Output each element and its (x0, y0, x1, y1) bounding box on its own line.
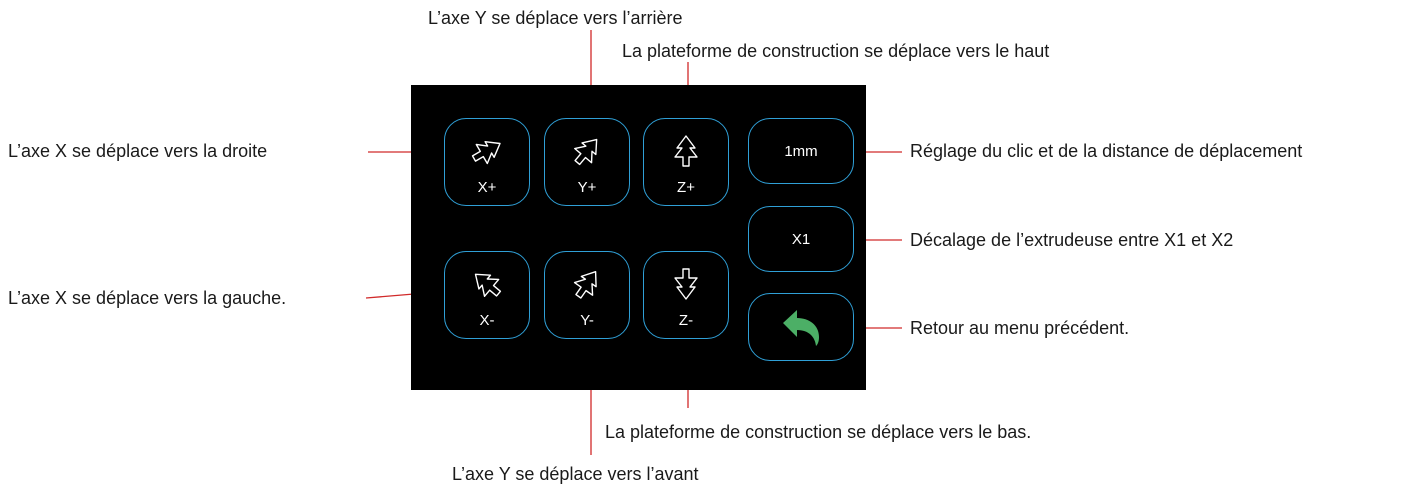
y-minus-button[interactable]: Y- (544, 251, 630, 339)
z-plus-label: Z+ (677, 179, 695, 196)
annotation-x-plus: L’axe X se déplace vers la droite (8, 141, 268, 161)
back-button[interactable] (748, 293, 854, 361)
z-minus-button[interactable]: Z- (643, 251, 729, 339)
move-control-panel: X+ Y+ Z+ 1mm X1 X- Y- Z- (411, 85, 866, 390)
annotation-y-plus: L’axe Y se déplace vers l’arrière (428, 8, 683, 28)
z-plus-button[interactable]: Z+ (643, 118, 729, 206)
distance-label: 1mm (784, 142, 818, 160)
z-minus-label: Z- (678, 312, 694, 329)
arrow-up-icon (674, 135, 698, 167)
arrow-left-icon (474, 273, 502, 297)
x-minus-button[interactable]: X- (444, 251, 530, 339)
y-minus-label: Y- (580, 312, 594, 329)
arrow-forward-icon (573, 271, 597, 299)
return-arrow-icon (783, 310, 819, 346)
x-plus-button[interactable]: X+ (444, 118, 530, 206)
annotation-extruder: Décalage de l’extrudeuse entre X1 et X2 (910, 230, 1234, 250)
x-minus-label: X- (479, 312, 495, 329)
arrow-down-icon (674, 268, 698, 300)
annotation-y-minus: L’axe Y se déplace vers l’avant (452, 464, 699, 484)
extruder-label: X1 (791, 230, 811, 248)
arrow-right-icon (471, 141, 501, 165)
annotation-z-minus: La plateforme de construction se déplace… (605, 422, 1032, 442)
distance-button[interactable]: 1mm (748, 118, 854, 184)
annotation-distance: Réglage du clic et de la distance de dép… (910, 141, 1303, 161)
annotation-x-minus: L’axe X se déplace vers la gauche. (8, 288, 287, 308)
y-plus-button[interactable]: Y+ (544, 118, 630, 206)
arrow-back-icon (574, 138, 598, 166)
extruder-offset-button[interactable]: X1 (748, 206, 854, 272)
y-plus-label: Y+ (577, 179, 597, 196)
x-plus-label: X+ (477, 179, 497, 196)
annotation-back: Retour au menu précédent. (910, 318, 1130, 338)
annotation-z-plus: La plateforme de construction se déplace… (622, 41, 1050, 61)
